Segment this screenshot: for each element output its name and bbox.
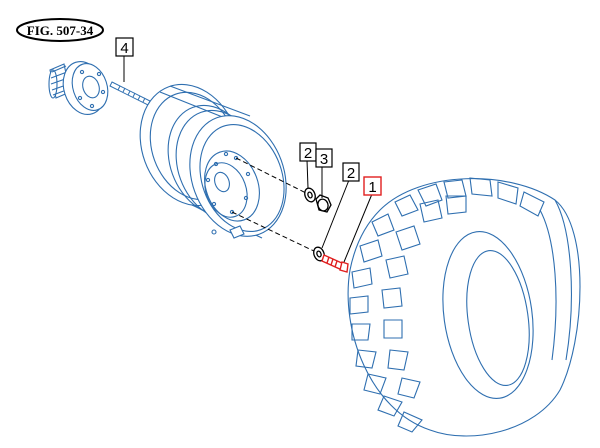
stud-icon (109, 81, 151, 106)
leader-1 (343, 193, 373, 263)
callout-box (315, 148, 333, 168)
explosion-lines (231, 157, 317, 253)
bolt-icon (321, 254, 349, 273)
callout-box (115, 37, 134, 57)
callout-leaders (123, 56, 373, 263)
callout-number: 4 (120, 40, 128, 57)
figure-label-ellipse (16, 18, 104, 42)
hub-flange-icon (48, 61, 109, 115)
dash-line-upper (235, 157, 307, 194)
callout-4: 4 (115, 37, 134, 57)
callout-box (342, 162, 360, 182)
callout-2a: 2 (299, 142, 317, 162)
nut-icon (315, 194, 332, 213)
callout-3: 3 (315, 148, 333, 168)
callout-1: 1 (363, 176, 382, 196)
callout-number: 2 (347, 165, 355, 182)
washer-icon (304, 187, 316, 203)
figure-label: FIG. 507-34 (16, 18, 104, 42)
callout-2b: 2 (342, 162, 360, 182)
callout-number: 3 (320, 151, 328, 168)
washer-icon (313, 246, 325, 262)
wheel-rim-icon (139, 83, 287, 239)
callout-number: 1 (368, 179, 376, 196)
tire-icon (347, 177, 581, 437)
callout-box-highlighted (363, 176, 382, 196)
callout-number: 2 (304, 145, 312, 162)
leader-2a (306, 159, 309, 189)
figure-label-text: FIG. 507-34 (27, 23, 94, 38)
leader-2b (321, 179, 350, 249)
